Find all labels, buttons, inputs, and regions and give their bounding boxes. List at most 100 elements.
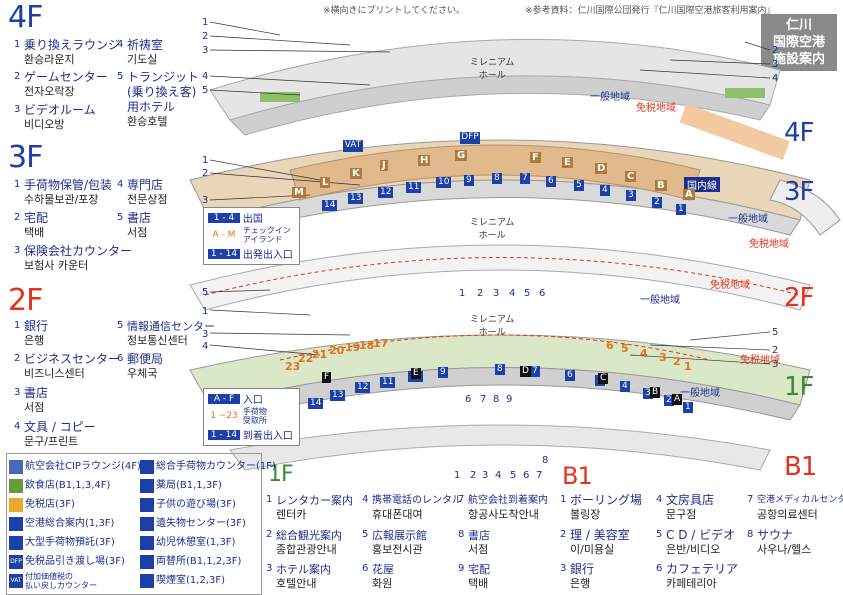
arrival-gate: 14 [308,398,324,409]
map-side-num: 3 [202,195,209,206]
departure-gate: 2 [652,197,662,208]
map-side-num: 3 [202,45,209,56]
map-side-num: 2 [202,31,209,42]
legend-swatch-icon [9,497,23,512]
leader-lines [209,21,771,365]
b1-map-num: 6 [523,470,530,481]
1f-map-num: 7 [480,394,487,405]
legend-label: 両替所(B1,1,2,3F) [156,556,242,567]
legend-label: 遺失物センター(3F) [156,518,246,529]
duty-free-area-2f: 免税地域 [710,280,750,291]
millennium-hall-1f: ミレニアムホール [470,315,515,338]
arrival-gate: 11 [380,377,396,388]
legend-label: 総合手荷物カウンター(1F) [156,461,276,472]
departure-gate: 3 [626,190,636,201]
baggage-carousel: 17 [373,337,389,350]
map-side-num: 2 [772,45,779,56]
departure-gate: 12 [378,187,394,198]
entrance: A [672,394,683,405]
legend-swatch-icon [140,535,154,550]
map-side-num: 4 [202,341,209,352]
entrance: F [322,372,332,383]
legend-item: 飲食店(B1,1,3,4F) [9,475,110,493]
legend-1f-baggage: 1 ~23 手荷物受取所 [208,407,267,425]
departure-gate: 6 [546,176,556,187]
legend-item: 航空会社CIPラウンジ(4F) [9,456,141,474]
2f-gate: 2 [477,288,484,299]
duty-free-area-4f: 免税地域 [636,103,676,114]
departure-gate: 10 [436,177,452,188]
print-note: ※横向きにプリントしてください。 [323,6,466,16]
arrival-gate: 4 [620,381,630,392]
entrance: B [650,387,661,398]
legend-item: 喫煙室(1,2,3F) [140,570,225,588]
legend-swatch-icon: VAT [9,573,23,588]
legend-label: 免税店(3F) [25,499,75,510]
checkin-island: K [350,168,362,179]
map-floor-1f-bottom: 1F [268,462,294,487]
entrance: C [598,373,609,384]
legend-symbol: 1 - 14 [208,248,240,259]
legend-symbol: 1 - 4 [208,212,240,223]
1f-map-num: 6 [465,394,472,405]
checkin-island: M [292,187,306,198]
checkin-island: G [455,150,468,161]
map-side-num: 5 [202,85,209,96]
legend-item: 空港総合案内(1,3F) [9,513,114,531]
page-title: 仁川 国際空港 施設案内 [761,14,837,71]
vat-icon: VAT [343,140,363,152]
checkin-island: J [380,160,388,171]
map-side-num: 4 [772,73,779,84]
map-b1 [229,424,771,471]
legend-item: 大型手荷物預託(3F) [9,532,115,550]
map-side-num: 2 [202,168,209,179]
checkin-island: A [683,189,695,200]
floor-heading-3f: 3F [8,140,43,175]
arrival-gate: 9 [438,367,448,378]
legend-swatch-icon [9,535,23,550]
millennium-hall-2f: ミレニアムホール [470,218,515,241]
legend-swatch-icon: DFP [9,554,23,569]
legend-label: 飲食店(B1,1,3,4F) [25,480,111,491]
departure-gate: 5 [574,180,584,191]
baggage-carousel: 6 [606,339,614,352]
baggage-carousel: 21 [312,348,328,361]
departure-gate: 1 [676,204,686,215]
legend-swatch-icon [140,478,154,493]
legend-item: 薬局(B1,1,3F) [140,475,222,493]
legend-label: 子供の遊び場(3F) [156,499,236,510]
checkin-island: L [320,177,331,188]
legend-3f: 1 - 4 出国 A - M チェックインアイランド 1 - 14 出発出入口 [203,207,300,265]
legend-swatch-icon [140,497,154,512]
millennium-hall-4f: ミレニアムホール [470,58,515,81]
arrival-gate: 12 [355,382,371,393]
legend-label: 空港総合案内(1,3F) [25,518,115,529]
departure-gate: 9 [464,175,474,186]
legend-3f-gates: 1 - 14 出発出入口 [208,246,293,262]
2f-gate: 3 [493,288,500,299]
map-side-num: 3 [772,59,779,70]
general-area-1f: 一般地域 [680,388,720,399]
arrival-gate: 8 [495,364,505,375]
departure-gate: 4 [600,185,610,196]
arrival-gate: 6 [565,370,575,381]
b1-map-num: 1 [454,470,461,481]
map-2f [189,244,811,311]
legend-item: 遺失物センター(3F) [140,513,246,531]
dfp-icon: DFP [460,132,480,144]
legend-label: 幼児休憩室(1,3F) [156,537,236,548]
baggage-carousel: 5 [621,342,629,355]
legend-swatch-icon [140,554,154,569]
legend-label: 免税品引き渡し場(3F) [25,556,125,567]
domestic-label: 国内線 [684,177,720,192]
arrival-gate: 2 [664,395,674,406]
departure-gate: 13 [348,193,364,204]
legend-item: 免税店(3F) [9,494,75,512]
legend-item: 総合手荷物カウンター(1F) [140,456,276,474]
baggage-carousel: 18 [359,339,375,352]
map-side-num: 3 [202,329,209,340]
baggage-carousel: 2 [673,355,681,368]
arrival-gate: 7 [530,366,540,377]
